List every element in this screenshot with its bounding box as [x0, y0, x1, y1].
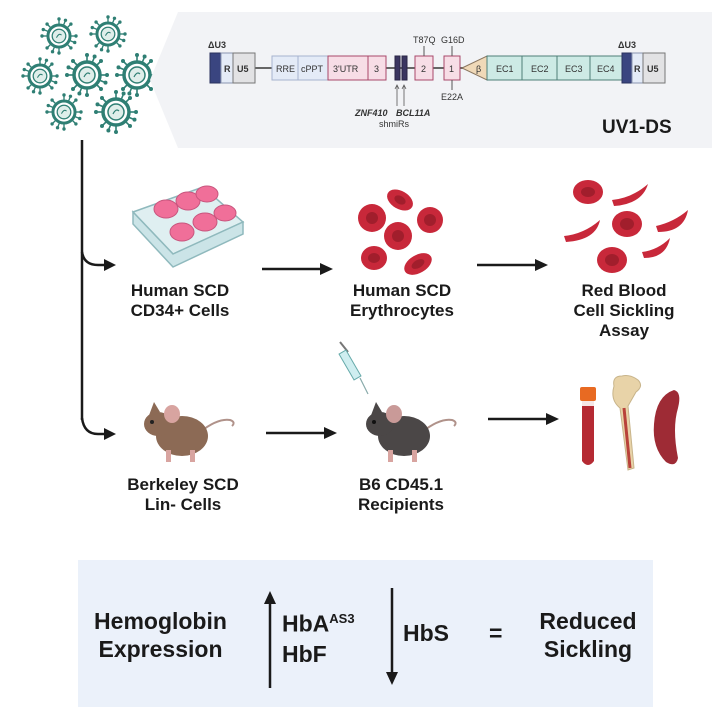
- ec3-block: [556, 55, 591, 81]
- label-line: Human SCD: [130, 281, 230, 300]
- femur-bone-icon: [612, 375, 642, 471]
- utr-label: 3'UTR: [333, 64, 359, 74]
- ec4-block: [589, 55, 623, 81]
- syringe-icon: [338, 341, 369, 395]
- label-line: Sickling: [543, 636, 633, 662]
- label-line: Erythrocytes: [350, 301, 454, 320]
- utr-block: [327, 55, 369, 81]
- shmir-bcl11a-block: [401, 55, 408, 81]
- exon3-block: [367, 55, 387, 81]
- hba-label: HbA: [282, 610, 330, 637]
- brown-mouse-icon: [144, 402, 235, 462]
- r-left-label: R: [224, 64, 231, 74]
- label-human-erythrocytes: Human SCD Erythrocytes: [322, 281, 482, 321]
- shmirs-label: shmiRs: [379, 119, 410, 129]
- red-blood-cells-icon: [358, 189, 443, 275]
- delta-u3-right-label: ΔU3: [618, 40, 636, 50]
- arrow-head-icon: [104, 428, 116, 440]
- label-line: Berkeley SCD: [127, 475, 239, 494]
- ec4-label: EC4: [597, 64, 615, 74]
- black-mouse-icon: [366, 402, 457, 462]
- label-line: Hemoglobin: [94, 608, 227, 634]
- ec3-label: EC3: [565, 64, 583, 74]
- label-line: Reduced: [539, 608, 637, 634]
- label-berkeley-lin-cells: Berkeley SCD Lin- Cells: [103, 475, 263, 515]
- u3-right-block: [621, 52, 633, 84]
- exon1-label: 1: [449, 64, 454, 74]
- label-sickling-assay: Red Blood Cell Sickling Assay: [544, 281, 704, 341]
- virus-icon: [43, 91, 85, 133]
- znf410-label: ZNF410: [354, 108, 388, 118]
- beta-promoter-label: β: [476, 64, 481, 74]
- label-line: Recipients: [358, 495, 444, 514]
- g16d-label: G16D: [441, 35, 465, 45]
- vector-map: ΔU3 R U5 RRE cPPT 3'UTR 3 ZNF410 BCL11A …: [150, 12, 712, 148]
- branch-connector: [80, 140, 116, 440]
- bcl11a-label: BCL11A: [396, 108, 430, 118]
- delta-u3-left-label: ΔU3: [208, 40, 226, 50]
- label-line: Red Blood: [581, 281, 667, 300]
- label-line: Cell Sickling: [573, 301, 675, 320]
- arrow-right-icon: [488, 413, 559, 425]
- exon2-label: 2: [421, 64, 426, 74]
- rre-block: [271, 55, 299, 81]
- rre-label: RRE: [276, 64, 295, 74]
- shmir-znf410-block: [394, 55, 401, 81]
- virus-icon: [19, 55, 61, 97]
- virus-icon: [92, 88, 140, 136]
- blood-tube-icon: [580, 387, 596, 465]
- lentivirus-cluster: [19, 13, 161, 136]
- u5-right-block: [642, 52, 666, 84]
- virus-icon: [63, 51, 111, 99]
- label-line: B6 CD45.1: [358, 475, 444, 494]
- exon3-label: 3: [374, 64, 379, 74]
- ec1-block: [486, 55, 523, 81]
- label-line: Human SCD: [352, 281, 452, 300]
- sickled-cells-icon: [564, 180, 688, 273]
- u5-left-label: U5: [237, 64, 249, 74]
- label-line: Assay: [598, 321, 650, 340]
- equals-sign: =: [489, 620, 503, 646]
- u5-left-block: [232, 52, 256, 84]
- cell-culture-plate-icon: [131, 185, 245, 268]
- label-human-cd34-cells: Human SCD CD34+ Cells: [100, 281, 260, 321]
- label-line: CD34+ Cells: [130, 301, 230, 320]
- u5-right-label: U5: [647, 64, 659, 74]
- virus-icon: [87, 13, 129, 55]
- cppt-block: [297, 55, 329, 81]
- arrow-right-icon: [477, 259, 548, 271]
- label-b6-recipients: B6 CD45.1 Recipients: [321, 475, 481, 515]
- hbs-label: HbS: [403, 620, 449, 646]
- hemoglobin-expression-label: Hemoglobin Expression: [88, 607, 233, 663]
- spleen-icon: [653, 390, 680, 465]
- arrow-right-icon: [266, 427, 337, 439]
- e22a-label: E22A: [441, 92, 463, 102]
- up-arrow-icon: [264, 591, 276, 688]
- arrow-head-icon: [104, 259, 116, 271]
- arrow-right-icon: [262, 263, 333, 275]
- hba-superscript: AS3: [329, 611, 355, 626]
- r-right-label: R: [634, 64, 641, 74]
- ec1-label: EC1: [496, 64, 514, 74]
- reduced-sickling-label: Reduced Sickling: [533, 607, 643, 663]
- ec2-block: [521, 55, 558, 81]
- hbf-label: HbF: [282, 640, 327, 667]
- u3-left-block: [209, 52, 222, 84]
- down-arrow-icon: [386, 588, 398, 685]
- increased-hemoglobins: HbAAS3 HbF: [282, 604, 355, 669]
- label-line: Expression: [98, 636, 223, 662]
- vector-name: UV1-DS: [602, 117, 672, 138]
- summary-box: Hemoglobin Expression HbAAS3 HbF HbS = R…: [78, 560, 653, 707]
- t87q-label: T87Q: [413, 35, 436, 45]
- virus-icon: [38, 15, 80, 57]
- label-line: Lin- Cells: [144, 495, 222, 514]
- ec2-label: EC2: [531, 64, 549, 74]
- cppt-label: cPPT: [301, 64, 324, 74]
